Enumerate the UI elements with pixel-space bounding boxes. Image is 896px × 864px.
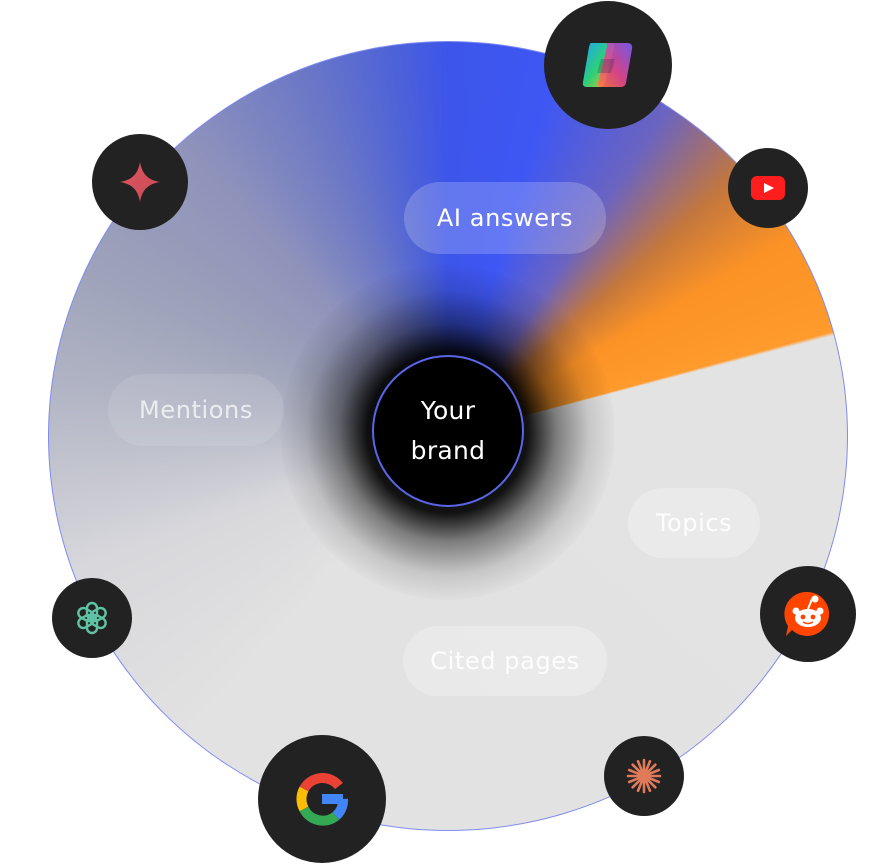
- segment-label-topics: Topics: [628, 488, 760, 558]
- gemini-icon: [120, 162, 160, 202]
- your-brand-core: Your brand: [372, 355, 524, 507]
- google-badge: [258, 735, 386, 863]
- copilot-badge: [544, 1, 672, 129]
- reddit-badge: [760, 566, 856, 662]
- claude-icon: [626, 758, 662, 794]
- chatgpt-badge: [52, 578, 132, 658]
- google-icon: [296, 772, 348, 826]
- copilot-icon: [582, 43, 633, 87]
- segment-label-cited-pages: Cited pages: [403, 626, 607, 696]
- reddit-icon: [784, 591, 830, 636]
- chatgpt-icon: [77, 601, 107, 635]
- core-label-line1: Your: [420, 396, 476, 425]
- claude-badge: [604, 736, 684, 816]
- segment-label-mentions: Mentions: [108, 374, 284, 446]
- youtube-icon: [751, 176, 785, 200]
- core-label-line2: brand: [410, 436, 486, 465]
- youtube-badge: [728, 148, 808, 228]
- gemini-badge: [92, 134, 188, 230]
- segment-label-ai-answers: AI answers: [404, 182, 606, 254]
